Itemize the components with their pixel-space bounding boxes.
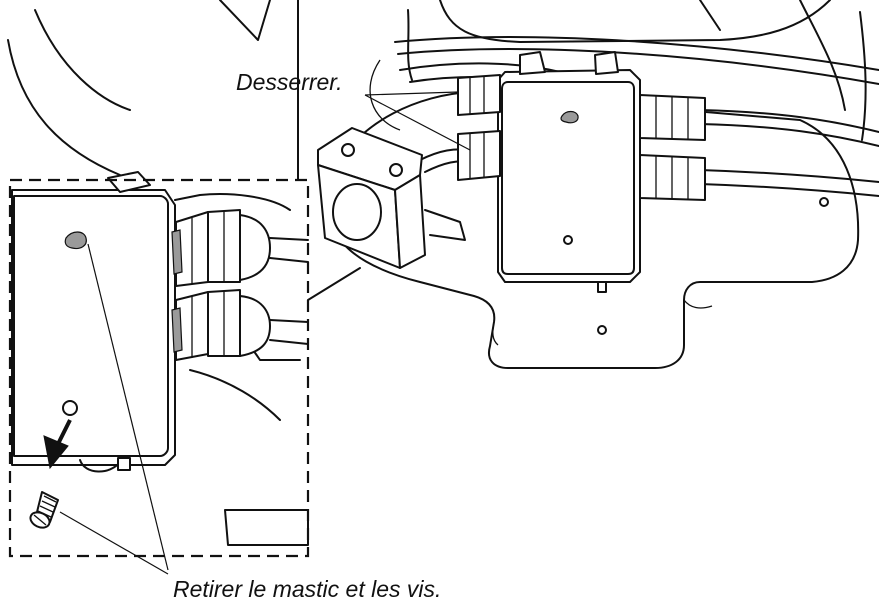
inset-cable-gland-upper: [171, 209, 309, 287]
bracket: [317, 127, 466, 269]
junction-box: [497, 51, 641, 293]
detail-inset: [0, 171, 309, 556]
loosen-label: Desserrer.: [236, 69, 343, 95]
inset-cable-gland-lower: [171, 289, 309, 361]
remove-sealant-screws-label: Retirer le mastic et les vis.: [173, 576, 442, 602]
arrow-head: [43, 435, 69, 470]
leader-remove-sealant: [87, 243, 169, 571]
mounting-hole: [819, 197, 829, 207]
leader-loosen-2: [364, 91, 459, 96]
cable-gland-main-left-upper: [457, 74, 501, 116]
detail-frame: [8, 178, 310, 558]
mounting-hole: [597, 325, 607, 335]
leader-remove-screw: [59, 511, 169, 575]
cable-gland-main-right-lower: [639, 154, 706, 201]
screw-icon: [29, 491, 59, 529]
sealant-blob: [64, 231, 87, 250]
screw-hole: [62, 400, 78, 416]
detail-link-line: [307, 267, 361, 301]
upper-housing: [369, 0, 867, 141]
cable-gland-main-right-upper: [639, 94, 706, 141]
cable-gland-main-left-lower: [457, 130, 501, 181]
leader-loosen: [364, 94, 471, 151]
